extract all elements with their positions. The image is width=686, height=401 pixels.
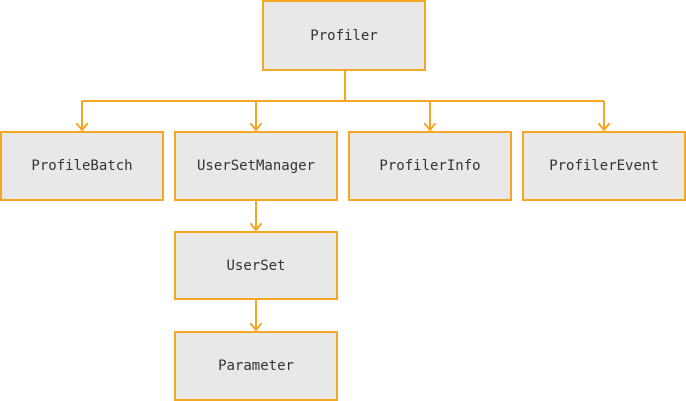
arrowhead-profiler-event [597,122,611,132]
arrowhead-profiler-info [423,122,437,132]
node-profiler-event: ProfilerEvent [522,131,686,201]
node-user-set-manager: UserSetManager [174,131,338,201]
node-user-set: UserSet [174,231,338,300]
node-label: UserSet [226,258,285,274]
node-label: ProfilerEvent [549,158,659,174]
node-label: ProfileBatch [31,158,132,174]
node-label: ProfilerInfo [379,158,480,174]
node-label: Profiler [310,28,377,44]
node-label: UserSetManager [197,158,315,174]
node-profiler-info: ProfilerInfo [348,131,512,201]
arrowhead-user-set-manager [249,122,263,132]
arrowhead-user-set [249,222,263,232]
arrowhead-profile-batch [75,122,89,132]
node-profile-batch: ProfileBatch [0,131,164,201]
edges-layer [75,70,611,332]
node-profiler: Profiler [262,0,426,71]
node-parameter: Parameter [174,331,338,401]
arrowhead-parameter [249,322,263,332]
node-label: Parameter [218,358,294,374]
